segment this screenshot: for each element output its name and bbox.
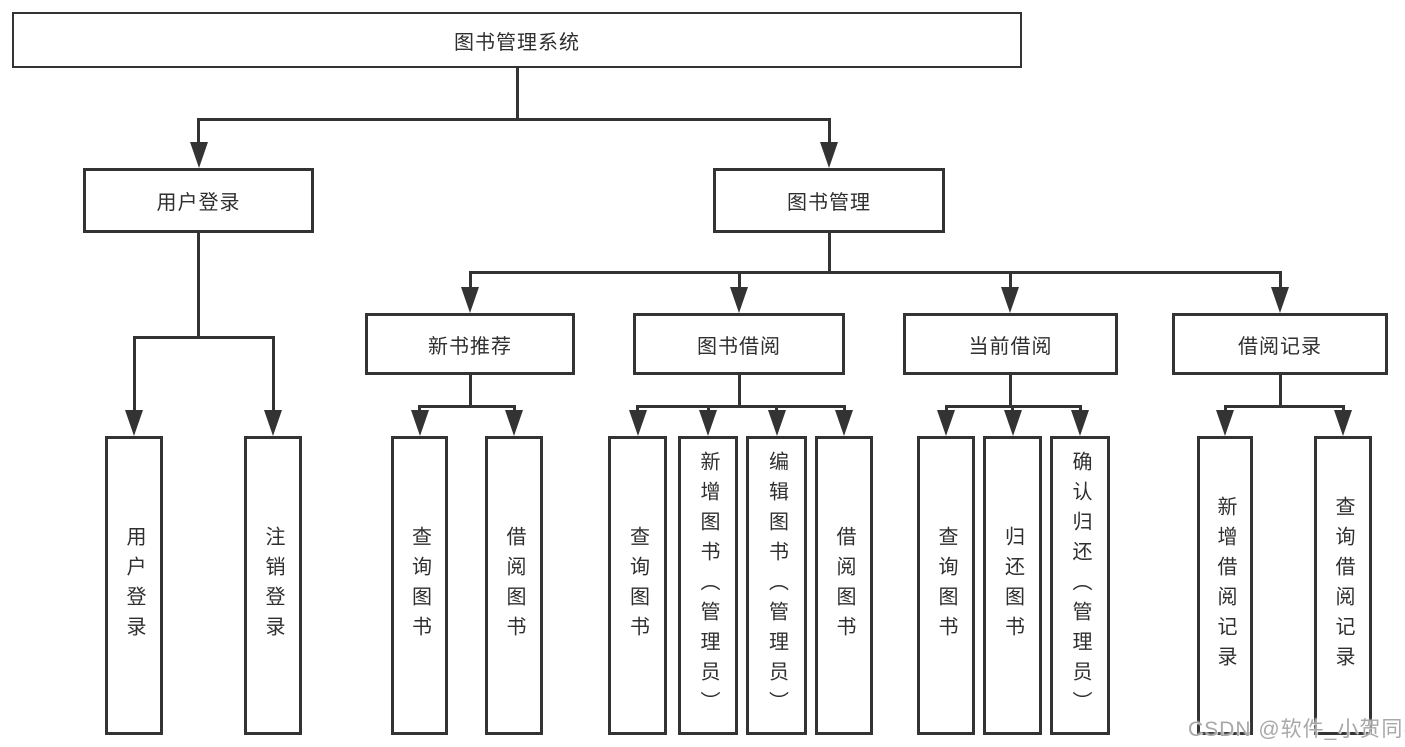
- leaf-add-borrow-record: 新增借阅记录: [1197, 436, 1253, 735]
- connector-stem: [132, 336, 136, 412]
- node-book-borrow-label: 图书借阅: [697, 335, 781, 358]
- arrow-down-icon: [730, 287, 748, 313]
- arrow-down-icon: [835, 410, 853, 436]
- leaf-logout: 注销登录: [244, 436, 302, 735]
- connector-level1-rail: [197, 118, 831, 121]
- connector-stem: [1223, 405, 1227, 414]
- leaf-borrow-books-2: 借阅图书: [815, 436, 873, 735]
- connector-stem: [827, 118, 831, 144]
- arrow-down-icon: [1216, 410, 1234, 436]
- connector-stem: [1008, 271, 1012, 289]
- leaf-borrow-books-2-label: 借阅图书: [833, 525, 855, 646]
- arrow-down-icon: [125, 410, 143, 436]
- connector-stem: [1278, 375, 1282, 405]
- leaf-borrow-books-1-label: 借阅图书: [503, 525, 525, 646]
- arrow-down-icon: [937, 410, 955, 436]
- arrow-down-icon: [628, 410, 647, 436]
- leaf-query-books-1: 查询图书: [391, 436, 448, 735]
- arrow-down-icon: [264, 410, 282, 436]
- connector-stem: [1278, 271, 1282, 289]
- leaf-edit-books-admin-label: 编辑图书（管理员）: [765, 450, 788, 721]
- connector-stem: [1011, 405, 1014, 414]
- leaf-query-books-2: 查询图书: [608, 436, 667, 735]
- connector-stem: [842, 405, 846, 414]
- connector-stem: [512, 405, 516, 414]
- arrow-down-icon: [1001, 287, 1019, 313]
- arrow-down-icon: [820, 142, 838, 168]
- arrow-down-icon: [1334, 410, 1352, 436]
- node-book-management: 图书管理: [713, 168, 945, 233]
- connector-stem: [197, 233, 200, 336]
- leaf-confirm-return-admin-label: 确认归还（管理员）: [1069, 450, 1091, 721]
- leaf-logout-label: 注销登录: [262, 525, 284, 646]
- connector-stem: [468, 271, 472, 289]
- leaf-add-books-admin: 新增图书（管理员）: [678, 436, 738, 735]
- connector-stem: [737, 375, 741, 405]
- connector-stem: [1008, 375, 1012, 405]
- connector-stem: [636, 405, 639, 414]
- leaf-add-borrow-record-label: 新增借阅记录: [1214, 495, 1236, 676]
- leaf-return-books-label: 归还图书: [1001, 525, 1024, 646]
- arrow-down-icon: [461, 287, 479, 313]
- node-user-login: 用户登录: [83, 168, 314, 233]
- node-borrow-records: 借阅记录: [1172, 313, 1388, 375]
- connector-group-rail: [1223, 405, 1345, 408]
- leaf-add-books-admin-label: 新增图书（管理员）: [697, 450, 719, 721]
- node-current-borrow-label: 当前借阅: [968, 335, 1053, 358]
- node-new-book-recommend: 新书推荐: [365, 313, 575, 375]
- connector-level3-rail: [468, 271, 1282, 274]
- connector-stem: [1078, 405, 1082, 414]
- leaf-query-borrow-record: 查询借阅记录: [1314, 436, 1372, 735]
- leaf-query-books-3: 查询图书: [917, 436, 975, 735]
- connector-stem: [827, 233, 831, 271]
- leaf-borrow-books-1: 借阅图书: [485, 436, 543, 735]
- leaf-user-login: 用户登录: [105, 436, 163, 735]
- leaf-query-books-1-label: 查询图书: [408, 525, 431, 646]
- arrow-down-icon: [699, 410, 717, 436]
- leaf-query-books-3-label: 查询图书: [935, 525, 957, 646]
- arrow-down-icon: [505, 410, 523, 436]
- connector-stem: [775, 405, 778, 414]
- connector-stem: [1341, 405, 1345, 414]
- connector-stem: [418, 405, 421, 414]
- node-book-borrow: 图书借阅: [633, 313, 845, 375]
- leaf-user-login-label: 用户登录: [123, 525, 145, 646]
- node-new-book-recommend-label: 新书推荐: [428, 335, 512, 358]
- node-user-login-label: 用户登录: [156, 192, 241, 214]
- node-book-management-label: 图书管理: [787, 192, 871, 214]
- leaf-query-borrow-record-label: 查询借阅记录: [1332, 495, 1354, 676]
- arrow-down-icon: [1271, 287, 1289, 313]
- arrow-down-icon: [1003, 410, 1022, 436]
- node-current-borrow: 当前借阅: [903, 313, 1118, 375]
- leaf-query-books-2-label: 查询图书: [626, 525, 649, 646]
- connector-stem: [197, 118, 200, 144]
- leaf-return-books: 归还图书: [983, 436, 1042, 735]
- connector-group-rail: [132, 336, 275, 339]
- arrow-down-icon: [1071, 410, 1089, 436]
- connector-stem: [468, 375, 472, 405]
- connector-root-stem: [515, 68, 519, 118]
- arrow-down-icon: [189, 142, 208, 168]
- connector-group-rail: [636, 405, 846, 408]
- connector-stem: [944, 405, 948, 414]
- connector-group-rail: [418, 405, 516, 408]
- leaf-edit-books-admin: 编辑图书（管理员）: [746, 436, 807, 735]
- connector-stem: [706, 405, 710, 414]
- node-root: 图书管理系统: [12, 12, 1022, 68]
- connector-stem: [271, 336, 275, 412]
- leaf-confirm-return-admin: 确认归还（管理员）: [1050, 436, 1110, 735]
- arrow-down-icon: [767, 410, 786, 436]
- node-root-label: 图书管理系统: [454, 31, 580, 54]
- arrow-down-icon: [410, 410, 429, 436]
- node-borrow-records-label: 借阅记录: [1238, 335, 1322, 358]
- connector-stem: [737, 271, 741, 289]
- watermark: CSDN @软件_小贺同学: [1188, 718, 1405, 741]
